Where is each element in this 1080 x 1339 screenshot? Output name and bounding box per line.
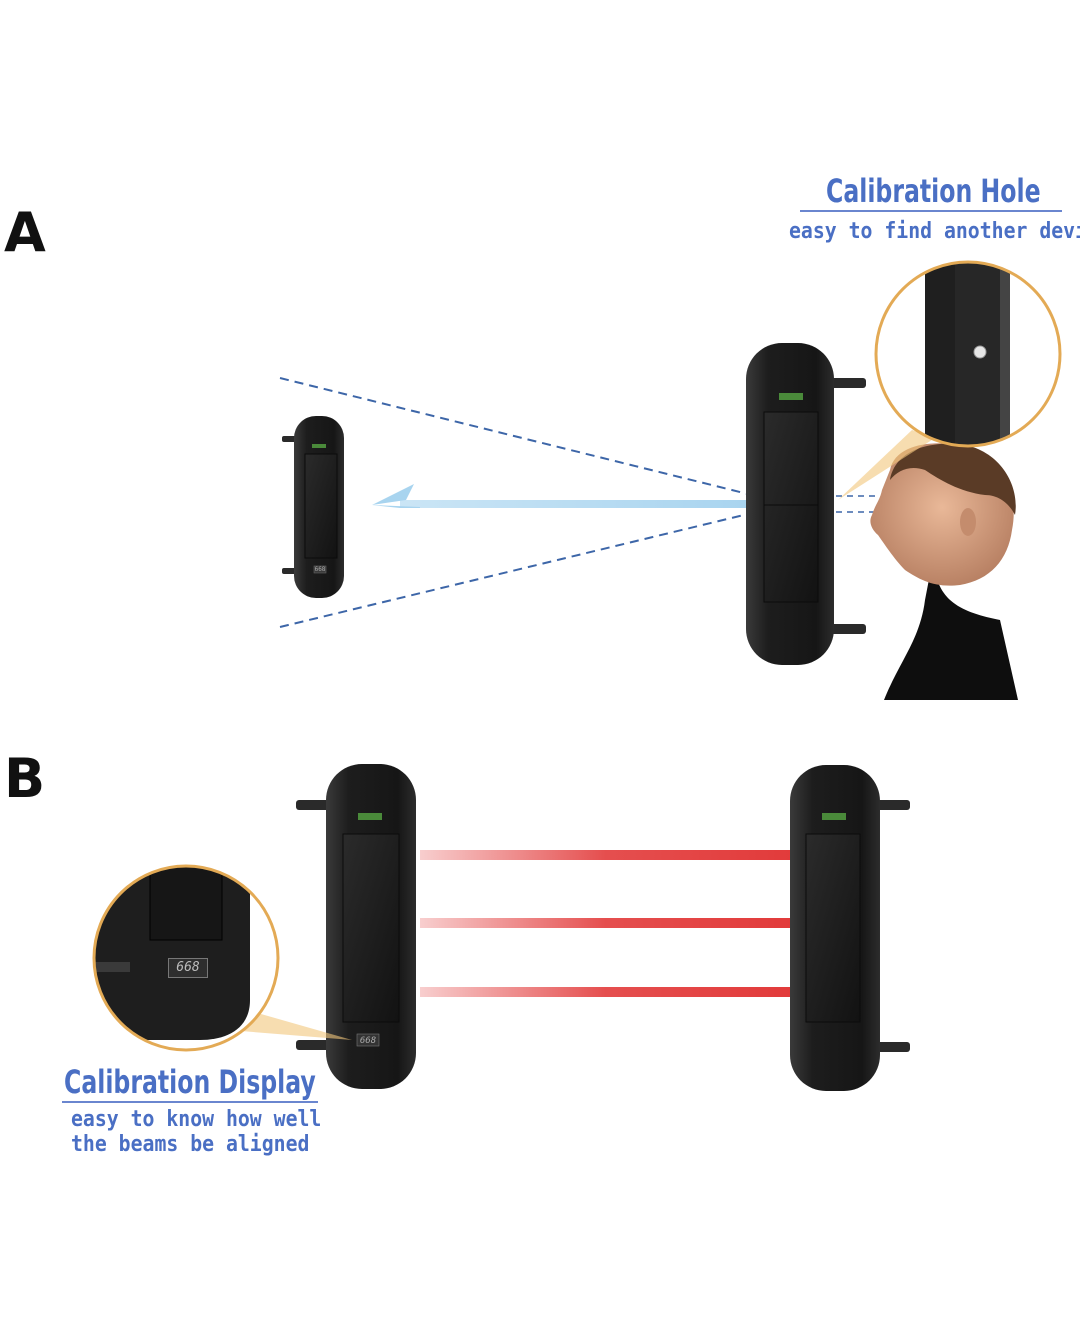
guide-line-upper [279, 377, 749, 495]
guide-line-lower [279, 513, 749, 628]
beam-sensor-device-receiver [790, 765, 910, 1091]
calibration-display-subtitle: easy to know how well the beams be align… [71, 1107, 322, 1158]
infrared-beam-3 [420, 987, 790, 997]
human-head-photo [870, 443, 1018, 700]
calibration-display-rule [62, 1101, 318, 1103]
section-b-label: B [4, 747, 46, 810]
calibration-display-readout-zoom: 668 [168, 958, 208, 978]
beam-sensor-device-near [746, 343, 866, 665]
calibration-hole-magnifier [838, 260, 1062, 500]
calibration-hole-title: Calibration Hole [826, 172, 1041, 210]
calibration-hole-subtitle: easy to find another device [789, 219, 1080, 244]
infrared-beam-2 [420, 918, 790, 928]
beam-sensor-device-transmitter [296, 764, 416, 1089]
section-a-label: A [4, 201, 46, 264]
calibration-hole-rule [800, 210, 1062, 212]
calibration-display-magnifier [92, 864, 352, 1052]
far-device-readout: 668 [314, 566, 326, 573]
infrared-beam-1 [420, 850, 790, 860]
alignment-arrow [372, 484, 750, 508]
calibration-display-title: Calibration Display [64, 1063, 316, 1101]
calibration-display-readout-device: 668 [359, 1036, 377, 1046]
beam-sensor-device-far [282, 416, 344, 598]
